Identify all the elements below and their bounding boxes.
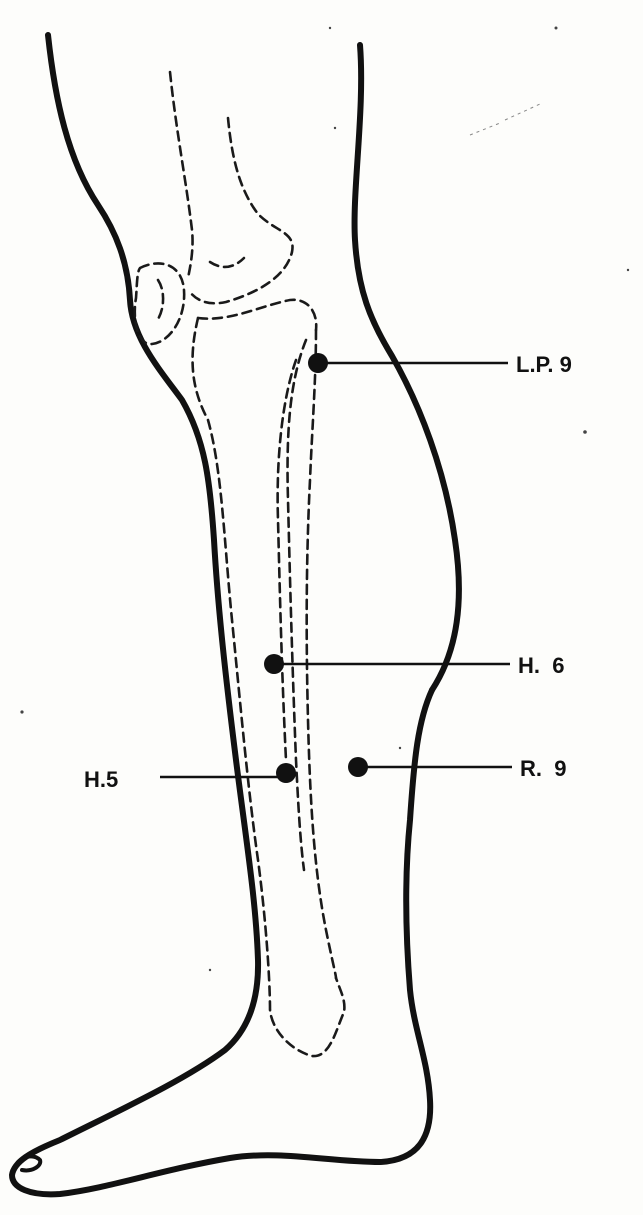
- acupoint-lp9: L.P. 9: [308, 352, 572, 377]
- bone-outlines: [133, 70, 346, 1058]
- anterior-leg-contour: [351, 42, 462, 693]
- fibula-inner: [276, 358, 298, 762]
- acupoint-r9: R. 9: [348, 756, 566, 781]
- r9-label: R. 9: [520, 756, 566, 781]
- r9-point-marker: [348, 757, 368, 777]
- acupoint-h6: H. 6: [264, 653, 564, 678]
- fibula-outer: [286, 338, 308, 872]
- patella-inner: [154, 278, 165, 324]
- acupoint-h5: H.5: [84, 763, 296, 792]
- lp9-point-marker: [308, 353, 328, 373]
- h5-label: H.5: [84, 767, 118, 792]
- tibia-top: [196, 298, 318, 332]
- h6-point-marker: [264, 654, 284, 674]
- posterior-leg-contour: [9, 32, 435, 1198]
- femur-posterior: [168, 70, 194, 280]
- h6-label: H. 6: [518, 653, 564, 678]
- leg-outline: [9, 32, 462, 1198]
- tibia-anterior: [305, 328, 338, 980]
- scan-specks: [20, 26, 630, 972]
- tibia-posterior: [191, 316, 346, 1058]
- h5-point-marker: [276, 763, 296, 783]
- patella: [133, 262, 186, 346]
- femur-anterior: [188, 116, 294, 305]
- femur-condyle: [208, 256, 246, 269]
- lp9-label: L.P. 9: [516, 352, 572, 377]
- toe-detail: [16, 1154, 43, 1173]
